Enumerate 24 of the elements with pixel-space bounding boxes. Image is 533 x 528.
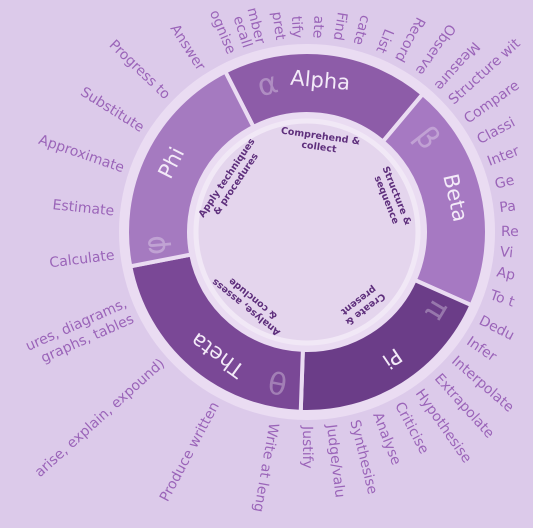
greek-letter: π (418, 294, 458, 328)
verb-label: Re (501, 224, 519, 240)
verb-label: Ap (495, 264, 517, 284)
verb-label: Calculate (48, 248, 116, 272)
verb-label: Justify (299, 426, 316, 469)
verb-label: Estimate (52, 197, 115, 220)
ring-label: Comprehend & collect (280, 126, 361, 156)
verb-label: List (372, 26, 396, 56)
segment-title: Pi (378, 343, 406, 374)
verb-label: tify (288, 16, 305, 39)
verb-label: Pa (498, 198, 517, 216)
verb-label: Inter (485, 143, 522, 170)
verb-label: cate (350, 13, 373, 47)
segment-title: Alpha (289, 66, 352, 95)
segment-title: Phi (153, 143, 190, 182)
verb-label: Judge/valu (322, 424, 348, 499)
verb-label: pret (268, 10, 288, 41)
verb-label: ate (309, 15, 326, 39)
verb-label: Ge (493, 172, 516, 193)
verb-label: Write at leng (250, 422, 282, 514)
verb-label: Find (330, 10, 350, 42)
verb-label: Vi (499, 244, 514, 262)
segment-title: Beta (438, 171, 472, 224)
verb-label: To t (488, 287, 516, 311)
